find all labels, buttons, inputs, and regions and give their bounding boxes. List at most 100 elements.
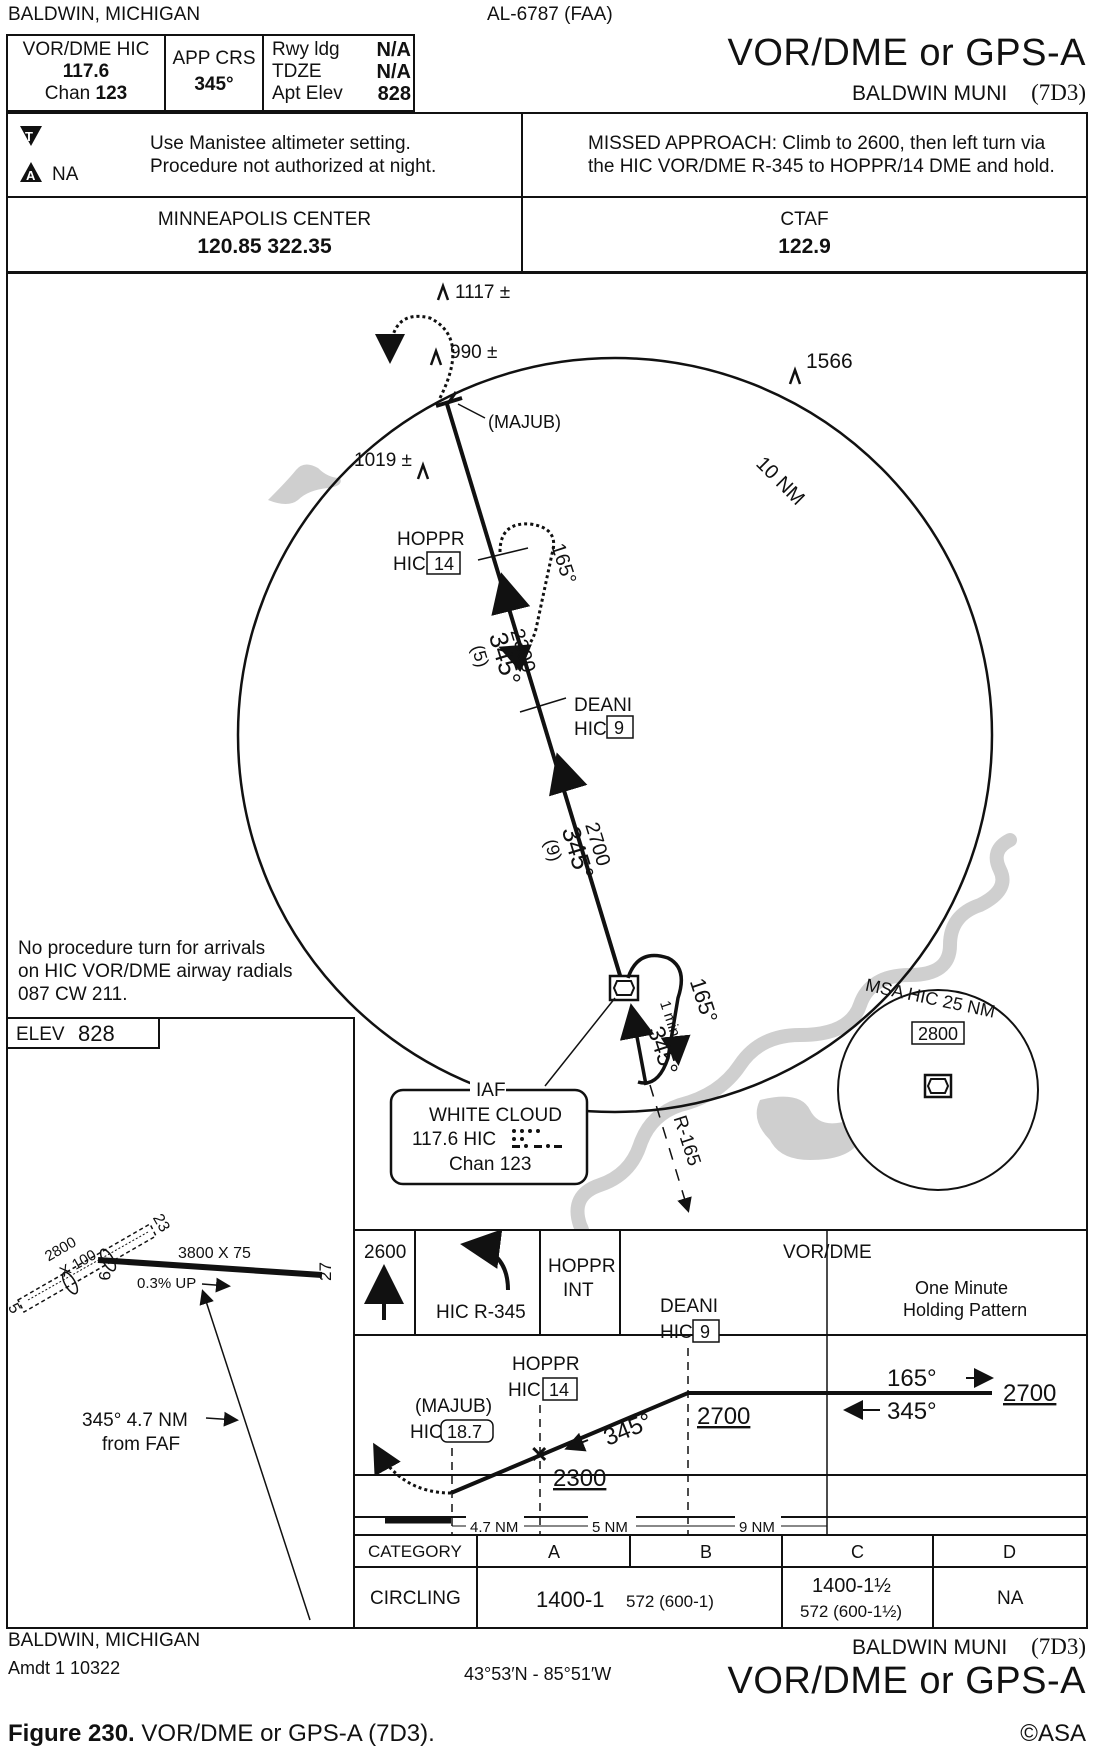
chart-id: AL-6787 (FAA) [487, 4, 613, 25]
svg-text:27: 27 [316, 1262, 335, 1281]
lake-shape [268, 464, 341, 504]
deani-fix: DEANI HIC 9 [519, 695, 634, 740]
svg-text:0.3% UP: 0.3% UP [137, 1275, 196, 1292]
apt-elev-label: Apt Elev [272, 83, 343, 104]
profile-alt-2700-b: 2700 [1003, 1380, 1056, 1407]
minima-ab-value: 1400-1 [536, 1587, 605, 1612]
profile-majub: (MAJUB) [415, 1396, 492, 1417]
ring-label: 10 NM [752, 453, 809, 510]
course-arrow-1 [491, 572, 531, 616]
no-pt-line1: No procedure turn for arrivals [18, 938, 265, 959]
minima-cat-c: C [851, 1542, 864, 1562]
profile-majub-hic: HIC [410, 1422, 443, 1443]
profile-int-label: INT [563, 1280, 594, 1301]
ten-nm-ring [236, 356, 994, 1114]
svg-text:HIC: HIC [574, 719, 607, 740]
footer-airport-id: (7D3) [1031, 1634, 1086, 1659]
footer-procedure-title: VOR/DME or GPS-A [727, 1660, 1086, 1702]
profile-majub-dme: 18.7 [447, 1422, 482, 1442]
profile-hoppr-int: HOPPR [548, 1256, 616, 1277]
profile-deani-dme: 9 [700, 1322, 710, 1342]
final-approach-course-line [199, 1289, 311, 1621]
profile-hoppr: HOPPR [512, 1354, 580, 1375]
rwy-ldg-label: Rwy ldg [272, 39, 340, 60]
runway-9-27: 3800 X 75 9 27 0.3% UP [95, 1245, 335, 1293]
profile-hold-note2: Holding Pattern [903, 1300, 1027, 1320]
iaf-hold-labels: 165° 1 min 345° [642, 975, 723, 1079]
tdze-label: TDZE [272, 61, 322, 82]
svg-text:HIC: HIC [393, 554, 426, 575]
minima-ab-haa: 572 (600-1) [626, 1592, 714, 1611]
msa-vordme-icon [923, 1073, 953, 1099]
svg-text:DEANI: DEANI [574, 695, 632, 716]
planview-frame [6, 272, 1088, 1629]
footer-amendment: Amdt 1 10322 [8, 1658, 121, 1678]
course-arrow-2 [549, 752, 588, 797]
minima-c-haa: 572 (600-1½) [800, 1602, 902, 1621]
footer-airport-name: BALDWIN MUNI [852, 1636, 1008, 1659]
location-header: BALDWIN, MICHIGAN [8, 4, 201, 25]
footer-location: BALDWIN, MICHIGAN [8, 1630, 201, 1651]
center-name: MINNEAPOLIS CENTER [157, 209, 372, 230]
segment-2-labels: 2700 345° (9) [540, 820, 614, 883]
chan-number: 123 [95, 83, 128, 104]
river-shape [563, 833, 1017, 1262]
svg-text:1019 ±: 1019 ± [354, 450, 412, 471]
airport-id: (7D3) [1031, 80, 1086, 105]
svg-text:3800 X 75: 3800 X 75 [178, 1245, 251, 1262]
svg-text:990 ±: 990 ± [450, 342, 497, 363]
profile-missed-radial: HIC R-345 [436, 1302, 526, 1323]
minima-c-value: 1400-1½ [812, 1575, 891, 1597]
missed-approach-line2: the HIC VOR/DME R-345 to HOPPR/14 DME an… [588, 156, 1055, 177]
majub-fix: (MAJUB) [435, 391, 561, 432]
hoppr-fix: HOPPR HIC 14 [393, 529, 529, 575]
minima-circling-label: CIRCLING [370, 1588, 461, 1609]
lake-shape-2 [756, 1096, 864, 1160]
profile-descent-path [450, 1391, 992, 1495]
nav-freq: 117.6 [62, 61, 110, 82]
center-freq: 120.85 322.35 [197, 235, 332, 258]
elev-value: 828 [78, 1021, 115, 1046]
svg-text:1566: 1566 [806, 350, 853, 373]
airport-name: BALDWIN MUNI [852, 82, 1008, 105]
profile-outbound-course: 165° [887, 1365, 937, 1392]
minima-cat-d: D [1003, 1542, 1016, 1562]
no-pt-line2: on HIC VOR/DME airway radials [18, 961, 293, 982]
profile-hold-note1: One Minute [915, 1278, 1008, 1298]
nav-label: VOR/DME HIC [22, 39, 150, 60]
obstacle-1117: 1117 ± [436, 282, 510, 303]
msa-altitude: 2800 [918, 1024, 958, 1044]
obstacle-990: 990 ± [429, 342, 497, 366]
no-pt-line3: 087 CW 211. [18, 984, 127, 1005]
profile-missed-altitude: 2600 [364, 1242, 406, 1263]
iaf-inbound-arrow [619, 1003, 655, 1086]
profile-hoppr-hic: HIC [508, 1380, 541, 1401]
copyright: ©ASA [1020, 1720, 1086, 1747]
minima-category-label: CATEGORY [368, 1542, 462, 1561]
obstacle-1019: 1019 ± [354, 450, 430, 480]
profile-deani: DEANI [660, 1296, 718, 1317]
hoppr-hold-course: 165° [546, 541, 580, 587]
notes-comms-box: T A NA Use Manistee altimeter setting. P… [6, 112, 1088, 273]
iaf-label: IAF [476, 1080, 506, 1101]
iaf-name: WHITE CLOUD [429, 1105, 562, 1126]
dist-hoppr-deani: 5 NM [592, 1519, 628, 1536]
svg-text:23: 23 [149, 1211, 173, 1235]
final-course-line [445, 403, 624, 983]
vordme-symbol [608, 974, 640, 1002]
profile-fix-x: ✕ [530, 1442, 548, 1467]
profile-inbound-course: 345° [887, 1398, 937, 1425]
apt-elev-value: 828 [377, 83, 411, 105]
svg-text:9: 9 [95, 1271, 114, 1280]
iaf-freq: 117.6 HIC [412, 1129, 496, 1150]
obstacle-1566: 1566 [788, 350, 853, 385]
tdze-value: N/A [376, 61, 411, 83]
elev-label: ELEV [16, 1024, 65, 1045]
profile-left-turn-arrow [460, 1229, 510, 1291]
app-crs-value: 345° [194, 74, 234, 95]
iaf-hold-pattern [626, 953, 684, 1085]
dist-deani-vor: 9 NM [739, 1519, 775, 1536]
profile-deani-hic: HIC [660, 1322, 693, 1343]
iaf-chan: Chan 123 [449, 1154, 531, 1175]
app-crs-label: APP CRS [172, 48, 256, 69]
